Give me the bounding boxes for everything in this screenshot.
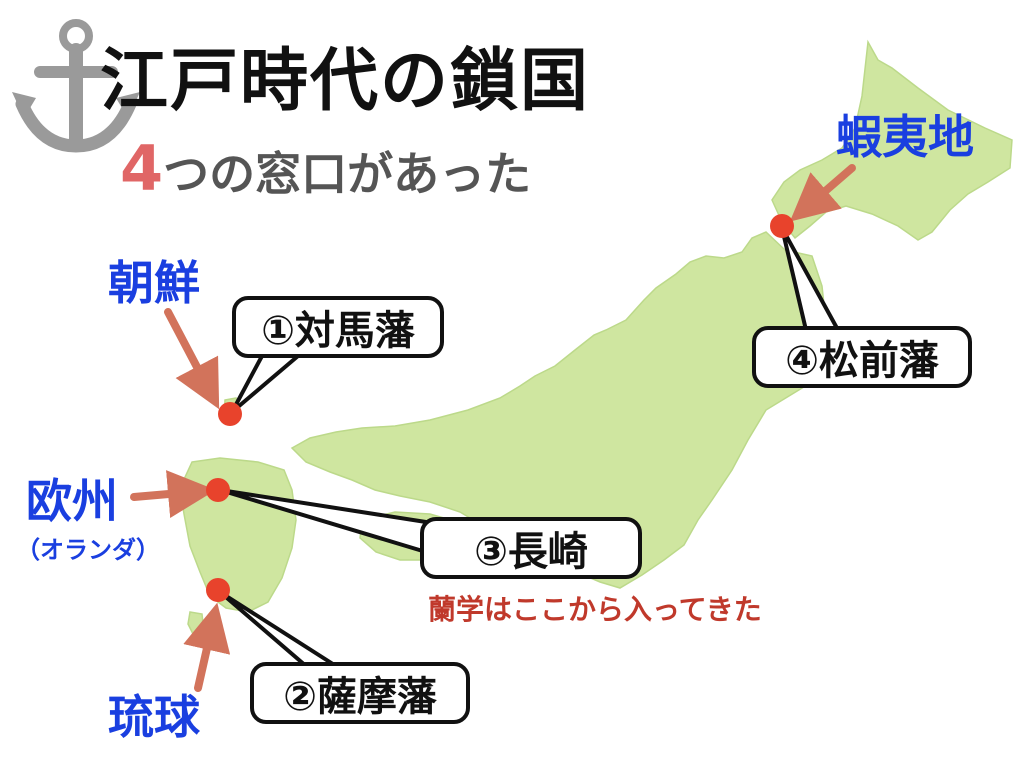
- kyushu: [179, 457, 297, 613]
- marker-matsumae: [770, 214, 794, 238]
- window-tsushima: ①対馬藩: [232, 296, 444, 358]
- arrow-ryukyu: [183, 602, 231, 692]
- anchor-icon: [12, 19, 140, 153]
- window-markers: [206, 214, 794, 602]
- marker-tsushima: [218, 402, 242, 426]
- window-matsumae: ④松前藩: [752, 326, 972, 388]
- window-nagasaki: ③長崎: [420, 517, 642, 579]
- tail-satsuma: [218, 590, 338, 668]
- subtitle-number: 4: [120, 132, 164, 205]
- marker-satsuma: [206, 578, 230, 602]
- subtitle-text: つの窓口があった: [163, 147, 532, 201]
- rangaku-note: 蘭学はここから入ってきた: [428, 593, 762, 626]
- arrow-europe: [130, 470, 216, 518]
- page-title: 江戸時代の鎖国: [100, 42, 591, 121]
- region-ezo: 蝦夷地: [836, 110, 974, 164]
- honshu: [290, 231, 827, 589]
- window-satsuma: ②薩摩藩: [250, 662, 470, 724]
- tanegashima: [187, 611, 205, 637]
- region-europe-sub: （オランダ）: [16, 536, 160, 564]
- region-ryukyu: 琉球: [108, 690, 200, 744]
- page-subtitle: 4つの窓口があった: [120, 138, 531, 200]
- arrow-korea: [164, 308, 220, 410]
- region-korea: 朝鮮: [108, 256, 200, 310]
- region-europe: 欧州: [26, 474, 118, 528]
- tail-tsushima: [230, 354, 300, 414]
- arrow-ezo: [789, 164, 856, 222]
- region-arrows: [130, 164, 856, 692]
- marker-nagasaki: [206, 478, 230, 502]
